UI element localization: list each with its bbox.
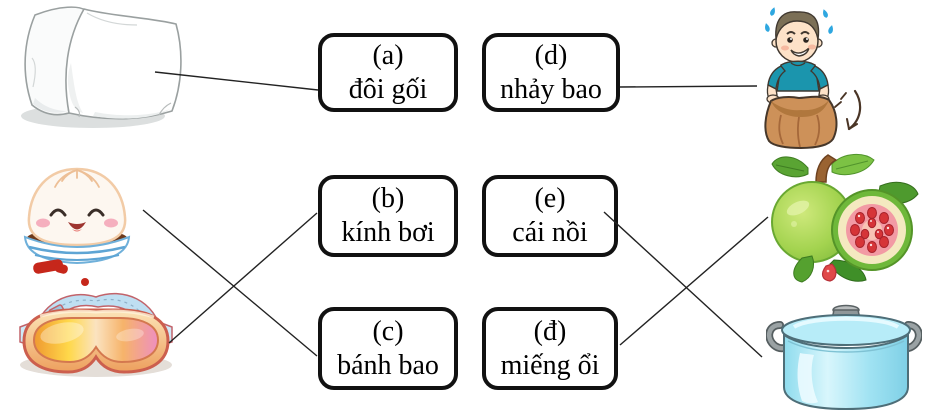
word-box-dd[interactable]: (đ) miếng ổi: [482, 307, 618, 390]
guava-image[interactable]: [768, 152, 924, 287]
boy-shirt: [776, 60, 820, 92]
bun-mouth: [68, 222, 86, 230]
box-letter: (d): [534, 39, 568, 71]
guava-stem: [815, 154, 838, 183]
box-label: nhảy bao: [500, 73, 602, 105]
word-box-d[interactable]: (d) nhảy bao: [482, 33, 620, 112]
box-letter: (b): [371, 183, 405, 215]
box-label: bánh bao: [337, 349, 439, 381]
cooking-pot-image[interactable]: [766, 303, 922, 415]
word-box-c[interactable]: (c) bánh bao: [318, 307, 458, 390]
sweat-drop: [770, 7, 775, 16]
guava-piece: [821, 263, 837, 282]
pillows-image[interactable]: [5, 3, 190, 133]
boy-mouth: [790, 45, 811, 57]
box-label: đôi gối: [348, 73, 428, 105]
guava-seeds: [850, 207, 894, 253]
bun-eye-left: [49, 208, 67, 217]
match-line-dd-guava: [619, 216, 769, 346]
sack-race-boy-image[interactable]: [763, 3, 867, 149]
guava-leaf: [771, 156, 809, 178]
box-letter: (c): [372, 315, 404, 347]
box-letter: (e): [534, 183, 566, 215]
box-label: cái nồi: [512, 217, 588, 248]
word-box-e[interactable]: (e) cái nồi: [482, 175, 618, 257]
bun-body: [27, 167, 127, 247]
plate: [23, 235, 131, 265]
box-letter: (a): [372, 39, 404, 71]
front-pillow: [65, 8, 182, 120]
goggles-lens: [32, 317, 160, 364]
box-letter: (đ): [533, 315, 567, 347]
word-box-a[interactable]: (a) đôi gối: [318, 33, 458, 112]
swim-goggles-image[interactable]: [10, 285, 182, 381]
boy-hair: [775, 11, 820, 40]
box-label: miếng ổi: [500, 349, 600, 381]
box-label: kính bơi: [341, 217, 435, 248]
bun-pleats: [54, 169, 100, 188]
match-line-e-pot: [603, 211, 763, 358]
bun-eye-right: [87, 208, 105, 217]
match-line-d-boy: [619, 85, 758, 88]
bounce-arrow: [847, 89, 862, 131]
word-box-b[interactable]: (b) kính bơi: [318, 175, 458, 257]
pot-body: [783, 333, 909, 411]
steamed-bun-image[interactable]: [15, 165, 145, 287]
match-line-goggles-b: [168, 212, 318, 344]
